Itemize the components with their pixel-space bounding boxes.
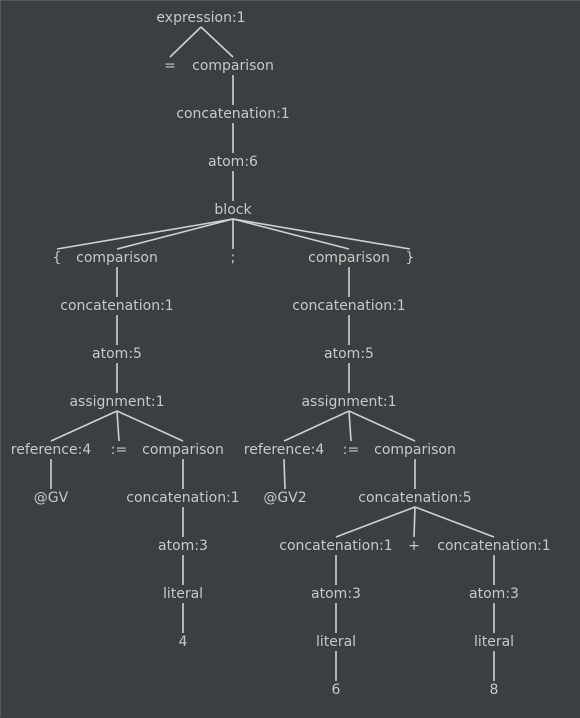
tree-edge-n13-n14 [50, 410, 118, 442]
tree-edge-n5-n6 [56, 218, 234, 250]
tree-node-n38: 8 [489, 682, 499, 698]
tree-node-n15: := [110, 442, 128, 458]
tree-node-n0: expression:1 [156, 10, 246, 26]
tree-edge-n29-n30 [335, 506, 416, 538]
tree-node-n4: atom:6 [208, 154, 258, 170]
tree-node-n16: comparison [142, 442, 224, 458]
tree-edge-n5-n9 [232, 218, 350, 250]
tree-node-n23: atom:5 [324, 346, 374, 362]
tree-node-n14: reference:4 [10, 442, 92, 458]
tree-node-n11: concatenation:1 [60, 298, 174, 314]
tree-edge-n24-n25 [283, 410, 350, 442]
tree-node-n33: atom:3 [311, 586, 361, 602]
tree-edge-n29-n32 [414, 506, 495, 538]
tree-node-n26: := [342, 442, 360, 458]
tree-node-n2: comparison [192, 58, 274, 74]
tree-node-n1: = [164, 58, 176, 74]
tree-node-n24: assignment:1 [301, 394, 397, 410]
tree-edge-n25-n28 [283, 458, 286, 490]
tree-node-n25: reference:4 [243, 442, 325, 458]
tree-node-n10: } [405, 250, 415, 266]
tree-edge-n24-n27 [348, 410, 416, 442]
tree-node-n31: + [408, 538, 420, 554]
tree-node-n12: atom:5 [92, 346, 142, 362]
tree-edge-n13-n15 [116, 410, 120, 442]
tree-edge-n13-n16 [116, 410, 184, 442]
tree-edge-n24-n26 [348, 410, 352, 442]
tree-node-n5: block [214, 202, 252, 218]
tree-node-n13: assignment:1 [69, 394, 165, 410]
tree-node-n36: atom:3 [469, 586, 519, 602]
tree-node-n6: { [52, 250, 62, 266]
tree-node-n18: concatenation:1 [126, 490, 240, 506]
tree-edge-n5-n7 [116, 218, 234, 250]
tree-node-n19: atom:3 [158, 538, 208, 554]
tree-node-n27: comparison [374, 442, 456, 458]
tree-node-n9: comparison [308, 250, 390, 266]
tree-edge-n5-n10 [232, 218, 411, 250]
tree-node-n28: @GV2 [263, 490, 307, 506]
tree-node-n29: concatenation:5 [358, 490, 472, 506]
tree-node-n21: 4 [178, 634, 188, 650]
tree-node-n7: comparison [76, 250, 158, 266]
tree-node-n37: literal [473, 634, 515, 650]
tree-node-n8: ; [230, 250, 236, 266]
tree-edge-n0-n2 [200, 26, 234, 58]
tree-node-n32: concatenation:1 [437, 538, 551, 554]
tree-node-n34: literal [315, 634, 357, 650]
tree-node-n22: concatenation:1 [292, 298, 406, 314]
tree-node-n30: concatenation:1 [279, 538, 393, 554]
tree-edge-n29-n31 [413, 506, 416, 538]
tree-node-n17: @GV [33, 490, 69, 506]
tree-edge-n0-n1 [169, 26, 202, 58]
tree-node-n3: concatenation:1 [176, 106, 290, 122]
tree-node-n20: literal [162, 586, 204, 602]
tree-node-n35: 6 [331, 682, 341, 698]
